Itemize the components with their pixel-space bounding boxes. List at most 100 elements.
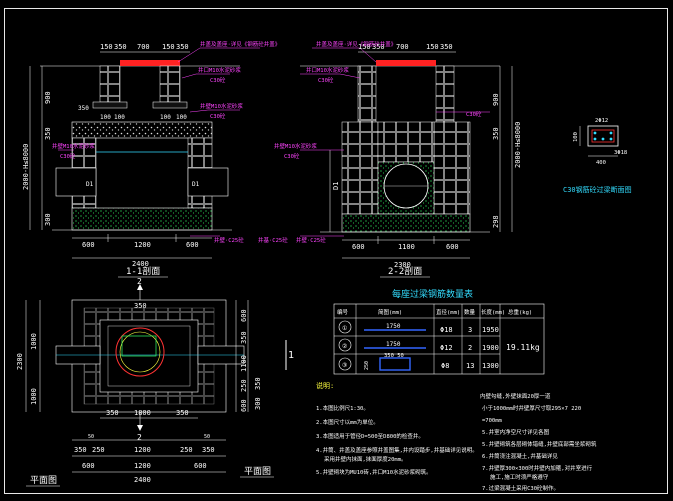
section-2-2: [300, 47, 513, 259]
note-line: 内壁勾缝,外壁抹面20厚一道: [480, 392, 551, 400]
table-cell: ①: [342, 325, 347, 332]
dim-text: 2000-H≤8000: [514, 122, 522, 168]
dim-text: 2400: [132, 260, 149, 268]
dim-text: 600: [240, 399, 248, 412]
table-cell: ②: [342, 343, 347, 350]
dim-text: 400: [596, 160, 606, 166]
table-cell: ③: [342, 362, 347, 369]
dim-text: 350: [372, 43, 385, 51]
annotation: 井壁M10水泥砂浆: [200, 102, 243, 110]
table-header: 直径(mm): [436, 308, 460, 316]
dim-text: 900: [492, 93, 500, 106]
dim-text: 2Φ12: [595, 118, 608, 124]
dim-text: 1100: [398, 243, 415, 251]
note-line: 5.井壁砌块为MU10砖,井口M10水泥砂浆砌筑。: [316, 468, 432, 476]
dim-text: 350: [74, 446, 87, 454]
annotation: C30砼: [284, 152, 300, 160]
annotation: 井盖及盖座·详见《钢筋砼井盖》: [200, 40, 280, 48]
annotation: C30砼: [466, 110, 482, 118]
table-cell: 13: [466, 362, 474, 370]
dim-text: 298: [492, 215, 500, 228]
dim-text: 1200: [134, 446, 151, 454]
table-header: 长度(mm): [481, 308, 505, 316]
annotation: C30砼: [318, 76, 334, 84]
plan-view: [25, 284, 287, 473]
dim-text: 600: [186, 241, 199, 249]
table-total: 19.11kg: [506, 343, 540, 352]
dim-text: 350: [176, 409, 189, 417]
dim-text: 50: [204, 434, 210, 440]
note-line: 3.本图适用于管径D=500至D800的检查井。: [316, 432, 424, 440]
note-line: 小于1000mm时井壁厚尺寸取295×7 220: [482, 404, 581, 412]
table-cell: 1750: [386, 341, 401, 348]
title-rebar-table: 每座过梁钢筋数量表: [392, 288, 473, 300]
dim-text: 250: [240, 379, 248, 392]
dim-text: 150: [426, 43, 439, 51]
annotation: 井盖及盖座·详见《钢筋砼井盖》: [316, 40, 396, 48]
dim-text: 900: [44, 91, 52, 104]
annotation: 井壁·C25砼: [296, 236, 326, 244]
dim-text: 1000: [30, 333, 38, 350]
dim-text: 350: [44, 127, 52, 140]
c30-beam-section: [579, 125, 619, 157]
cut-mark-bottom: 2: [137, 433, 142, 442]
rebar-table: [333, 303, 545, 375]
annotation: 井口M10水泥砂浆: [306, 66, 349, 74]
table-cell: 1750: [386, 323, 401, 330]
annotation: 井壁·C25砼: [214, 236, 244, 244]
annotation: 井口M10水泥砂浆: [198, 66, 241, 74]
dim-text: 350: [492, 127, 500, 140]
dim-text: 600: [352, 243, 365, 251]
annotation: 井基·C25砼: [258, 236, 288, 244]
table-cell: 1950: [482, 326, 499, 334]
dim-text: 350: [106, 409, 119, 417]
dim-text: 150: [100, 43, 113, 51]
dim-text: D1: [332, 182, 340, 190]
table-cell: 2: [468, 344, 472, 352]
plan-marker: 1: [288, 350, 294, 361]
dim-text: 150: [358, 43, 371, 51]
note-line: 6.井筒浇注混凝土,井基础详见: [482, 452, 558, 460]
dim-text: 1200: [134, 462, 151, 470]
table-cell: 3: [468, 326, 472, 334]
dim-text: 700: [137, 43, 150, 51]
note-line: 7.过梁混凝土采用C30砼制作。: [482, 484, 559, 492]
annotation: C30砼: [60, 152, 76, 160]
note-line: 施工,施工时须严格遵守: [490, 473, 549, 481]
pipe-label: D1: [192, 181, 200, 188]
table-header: 简图(mm): [378, 308, 402, 316]
dim-text: 600: [240, 309, 248, 322]
dim-text: 1100: [240, 355, 248, 372]
annotation: 井壁M10水泥砂浆: [52, 142, 95, 150]
dim-text: 1800: [134, 409, 151, 417]
table-cell: Φ12: [440, 344, 453, 352]
title-c30-beam: C30钢筋砼过梁断面图: [563, 185, 632, 194]
note-line: 采用井壁内抹面,抹面厚度20mm。: [324, 455, 407, 463]
dim-text: 300: [44, 213, 52, 226]
annotation: 井壁M10水泥砂浆: [274, 142, 317, 150]
table-header: 数量: [464, 308, 476, 316]
note-line: 5.井室内净空尺寸详见各图: [482, 428, 550, 436]
note-line: 4.井筒、井盖及盖座参照井盖图集,井内设踏步,井基础详见说明。: [316, 446, 478, 454]
dim-text: 2000-H≤8000: [22, 144, 30, 190]
manhole-cover-left: [120, 60, 180, 66]
dim-text: 1200: [134, 241, 151, 249]
annotation: C30砼: [210, 76, 226, 84]
table-cell: 1300: [482, 362, 499, 370]
notes-heading: 说明:: [316, 381, 334, 390]
section-1-1: [29, 47, 260, 259]
dim-text: 350: [440, 43, 453, 51]
dim-text: 700: [396, 43, 409, 51]
dim-text: 2400: [134, 476, 151, 484]
dim-text: 350: [176, 43, 189, 51]
table-cell: 350 50: [384, 353, 404, 359]
dim-text: 350: [134, 302, 147, 310]
dim-text: 600: [82, 241, 95, 249]
dim-text: 250: [92, 446, 105, 454]
note-line: 5.井壁砌筑各层砌体错缝,井壁底部需坐浆砌筑: [482, 440, 597, 448]
dim-text: 2300: [16, 353, 24, 370]
dim-text: 600: [194, 462, 207, 470]
dim-text: 300: [254, 397, 262, 410]
title-plan-left: 平面图: [30, 475, 57, 486]
